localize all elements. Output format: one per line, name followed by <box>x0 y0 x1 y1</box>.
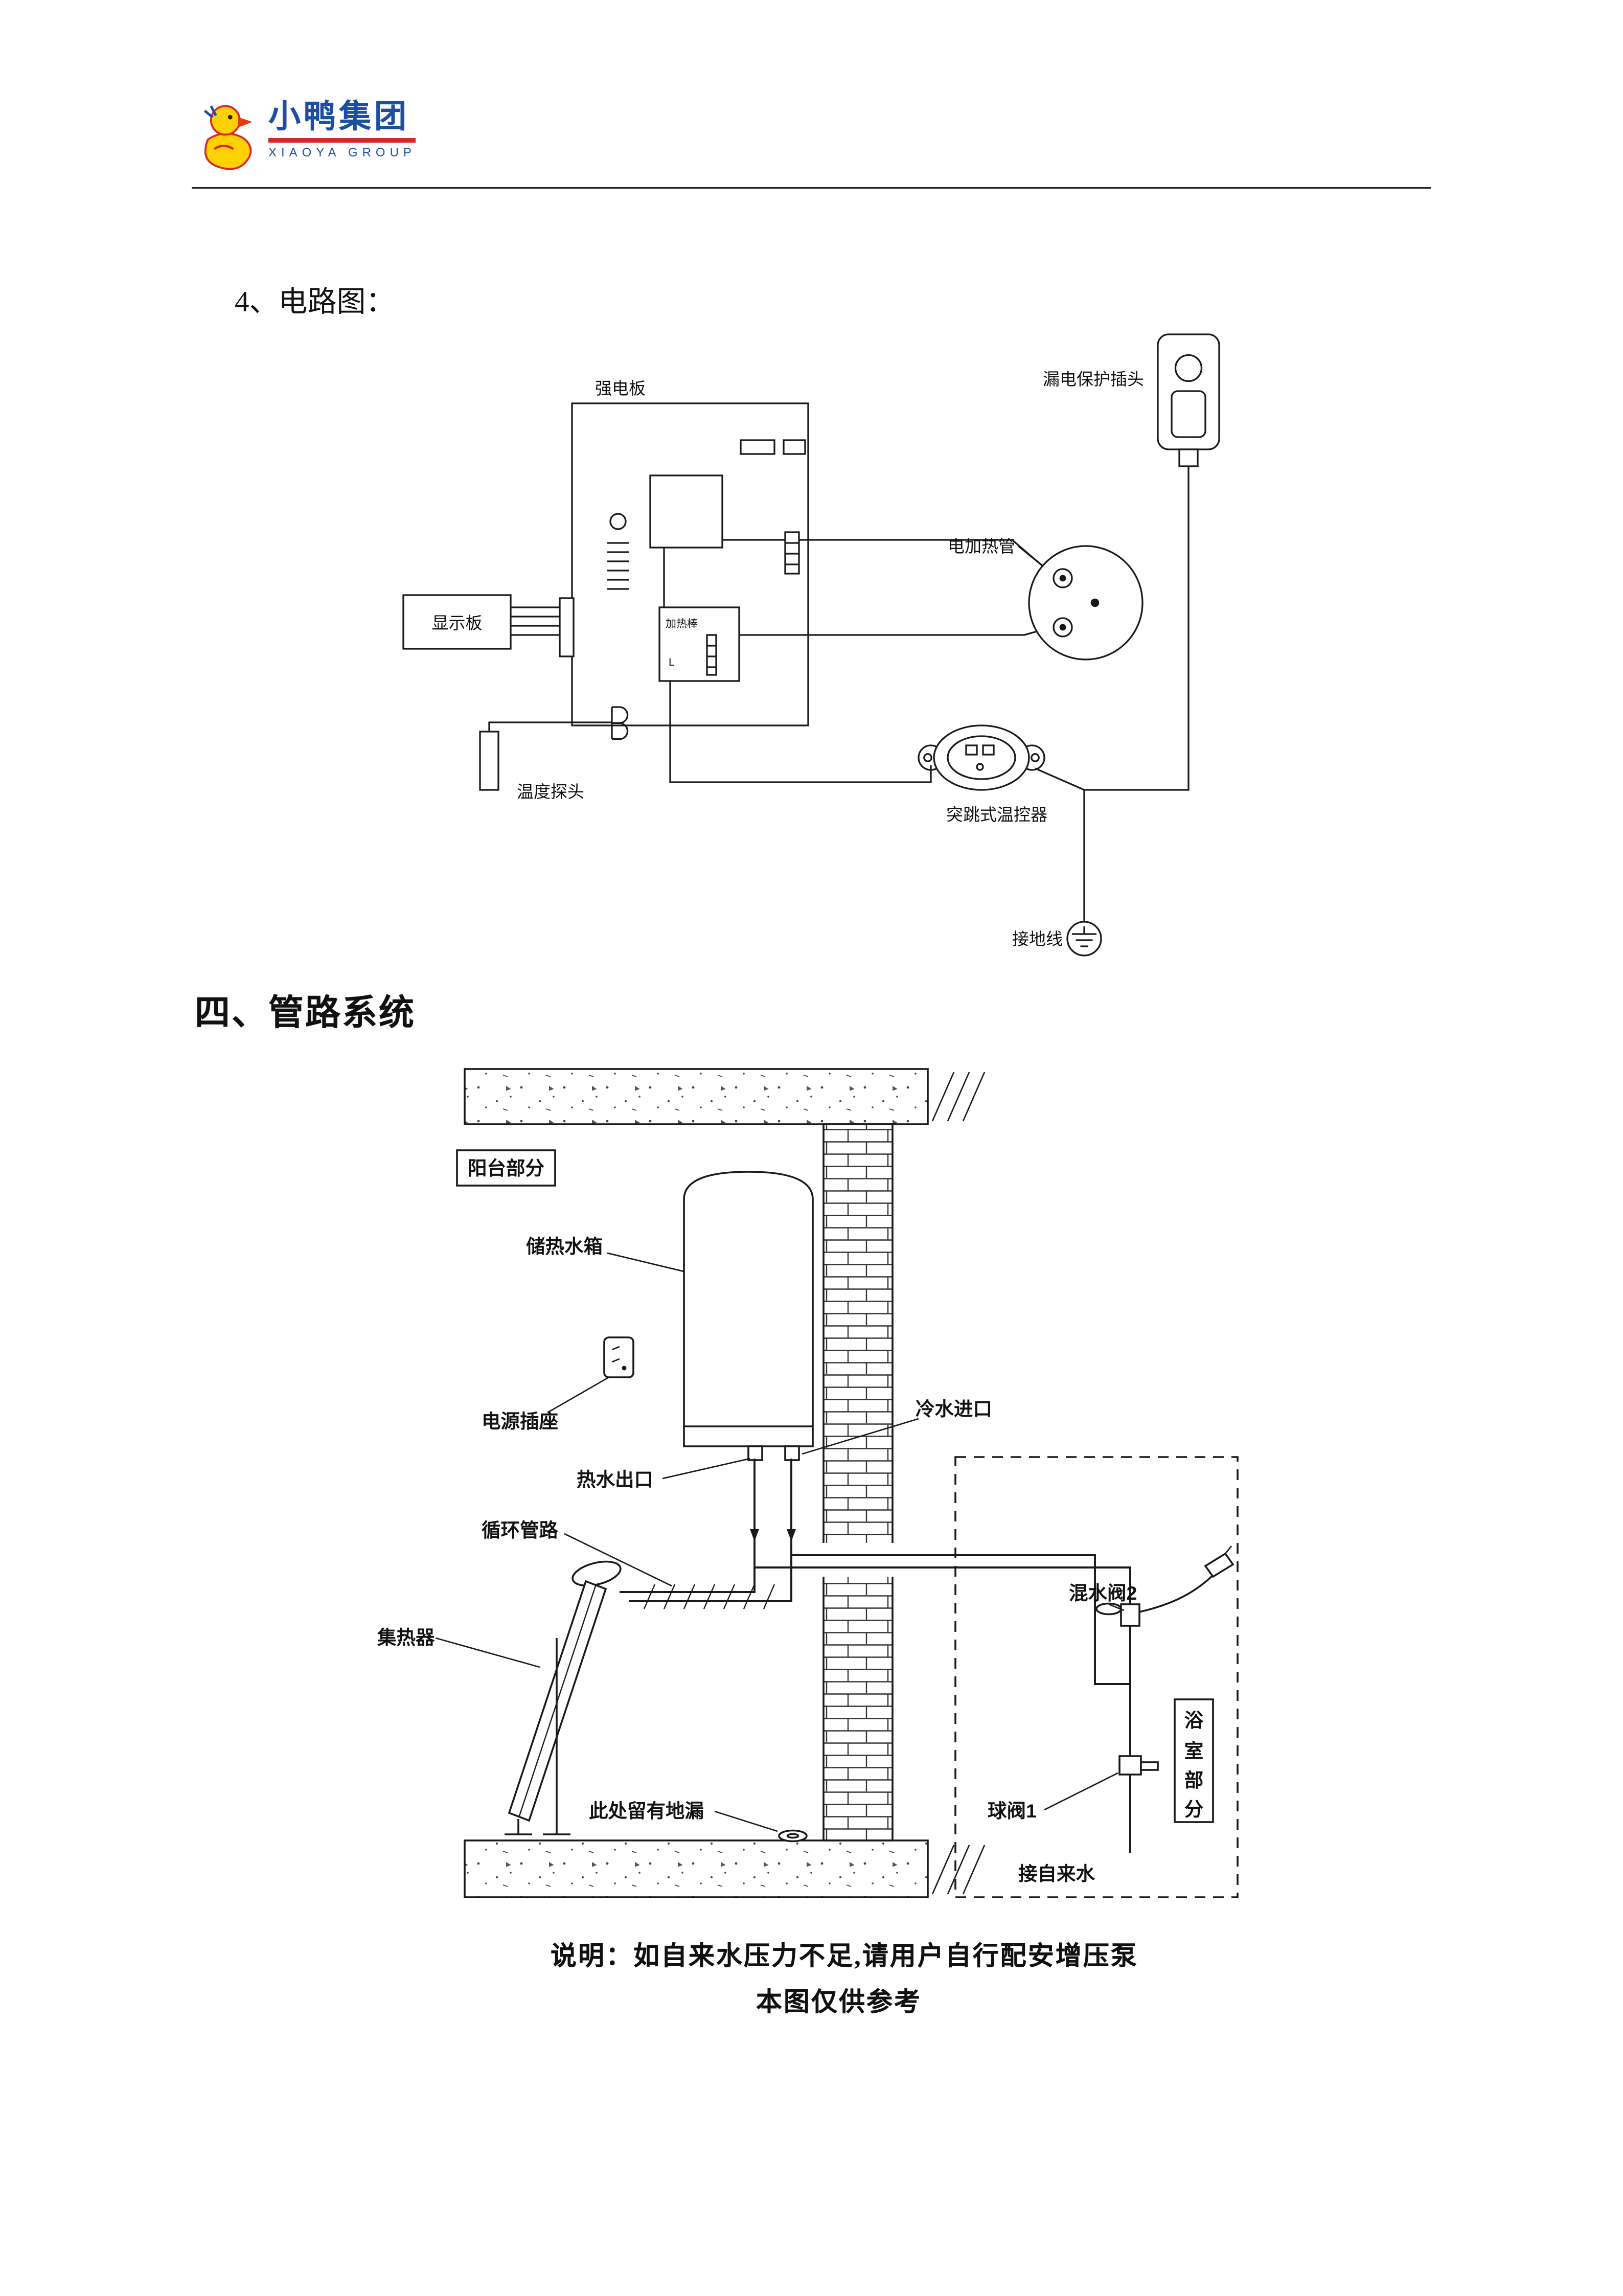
leakage-plug <box>1035 333 1220 922</box>
heating-rod-box: 加热棒 L <box>658 606 740 682</box>
thermostat-label: 突跳式温控器 <box>946 805 1047 824</box>
floor-drain <box>778 1829 808 1843</box>
logo-underline <box>268 138 416 142</box>
brick-wall <box>822 1123 894 1842</box>
power-socket-label: 电源插座 <box>482 1411 558 1432</box>
bathroom-char-4: 分 <box>1184 1799 1204 1820</box>
balcony-label: 阳台部分 <box>468 1157 544 1179</box>
floor-drain-label: 此处留有地漏 <box>589 1800 704 1822</box>
ceiling-slab <box>464 1068 986 1125</box>
plumbing-diagram: 阳台部分 <box>377 1068 1239 1898</box>
ball-valve-label: 球阀1 <box>988 1800 1037 1822</box>
pipeline-section-title: 四、管路系统 <box>195 992 416 1032</box>
wire-board-to-thermostat <box>669 681 932 783</box>
cold-inlet-label: 冷水进口 <box>916 1398 992 1420</box>
pipe-wall-pass <box>822 1543 894 1577</box>
ground-wire-label: 接地线 <box>1012 929 1063 948</box>
floor-slab <box>464 1839 986 1898</box>
logo-text-en: XIAOYA GROUP <box>268 145 416 159</box>
ground-symbol <box>1066 921 1102 957</box>
heating-tube-label: 电加热管 <box>948 537 1015 556</box>
bathroom-char-3: 部 <box>1184 1769 1204 1791</box>
display-board: 显示板 <box>402 594 575 657</box>
bathroom-char-1: 浴 <box>1184 1710 1204 1731</box>
collector-label: 集热器 <box>377 1627 435 1648</box>
ball-valve <box>1118 1755 1159 1776</box>
logo-duck-icon <box>203 105 253 170</box>
temp-probe-label: 温度探头 <box>517 782 584 801</box>
header-logo: 小鸭集团 XIAOYA GROUP <box>195 101 416 184</box>
power-board-label: 强电板 <box>595 379 646 398</box>
l-mark-label: L <box>669 656 675 668</box>
note-line-2: 本图仅供参考 <box>756 1988 922 2017</box>
balcony-label-box: 阳台部分 <box>456 1149 556 1187</box>
bathroom-char-2: 室 <box>1184 1740 1204 1762</box>
header-rule <box>192 187 1431 190</box>
circulation-label: 循环管路 <box>482 1519 558 1541</box>
note-line-1: 说明：如自来水压力不足,请用户自行配安增压泵 <box>551 1942 1138 1971</box>
water-tank <box>683 1171 814 1461</box>
display-board-label: 显示板 <box>432 613 483 632</box>
temp-probe <box>479 706 629 791</box>
bathroom-label-box: 浴 室 部 分 <box>1174 1698 1214 1823</box>
shower-head <box>1204 1552 1235 1578</box>
pipes <box>620 1459 1131 1853</box>
circuit-section-title: 4、电路图： <box>235 287 395 319</box>
tank-label: 储热水箱 <box>526 1236 603 1257</box>
tap-water-label: 接自来水 <box>1018 1863 1095 1884</box>
mixing-valve-label: 混水阀2 <box>1069 1582 1137 1604</box>
bathroom-region <box>954 1456 1239 1898</box>
hot-outlet-label: 热水出口 <box>577 1469 653 1490</box>
wire-board-to-tube-1 <box>799 539 1056 578</box>
power-socket <box>603 1336 634 1378</box>
thermostat <box>918 724 1045 791</box>
logo-text-cn: 小鸭集团 <box>268 100 409 135</box>
solar-collector <box>505 1560 622 1835</box>
leader-lines <box>435 1252 1125 1832</box>
heating-tube <box>1017 545 1144 661</box>
circuit-diagram: 加热棒 L 显示板 <box>402 333 1220 957</box>
leakage-plug-label: 漏电保护插头 <box>1043 370 1144 389</box>
heating-rod-label: 加热棒 <box>666 618 698 630</box>
